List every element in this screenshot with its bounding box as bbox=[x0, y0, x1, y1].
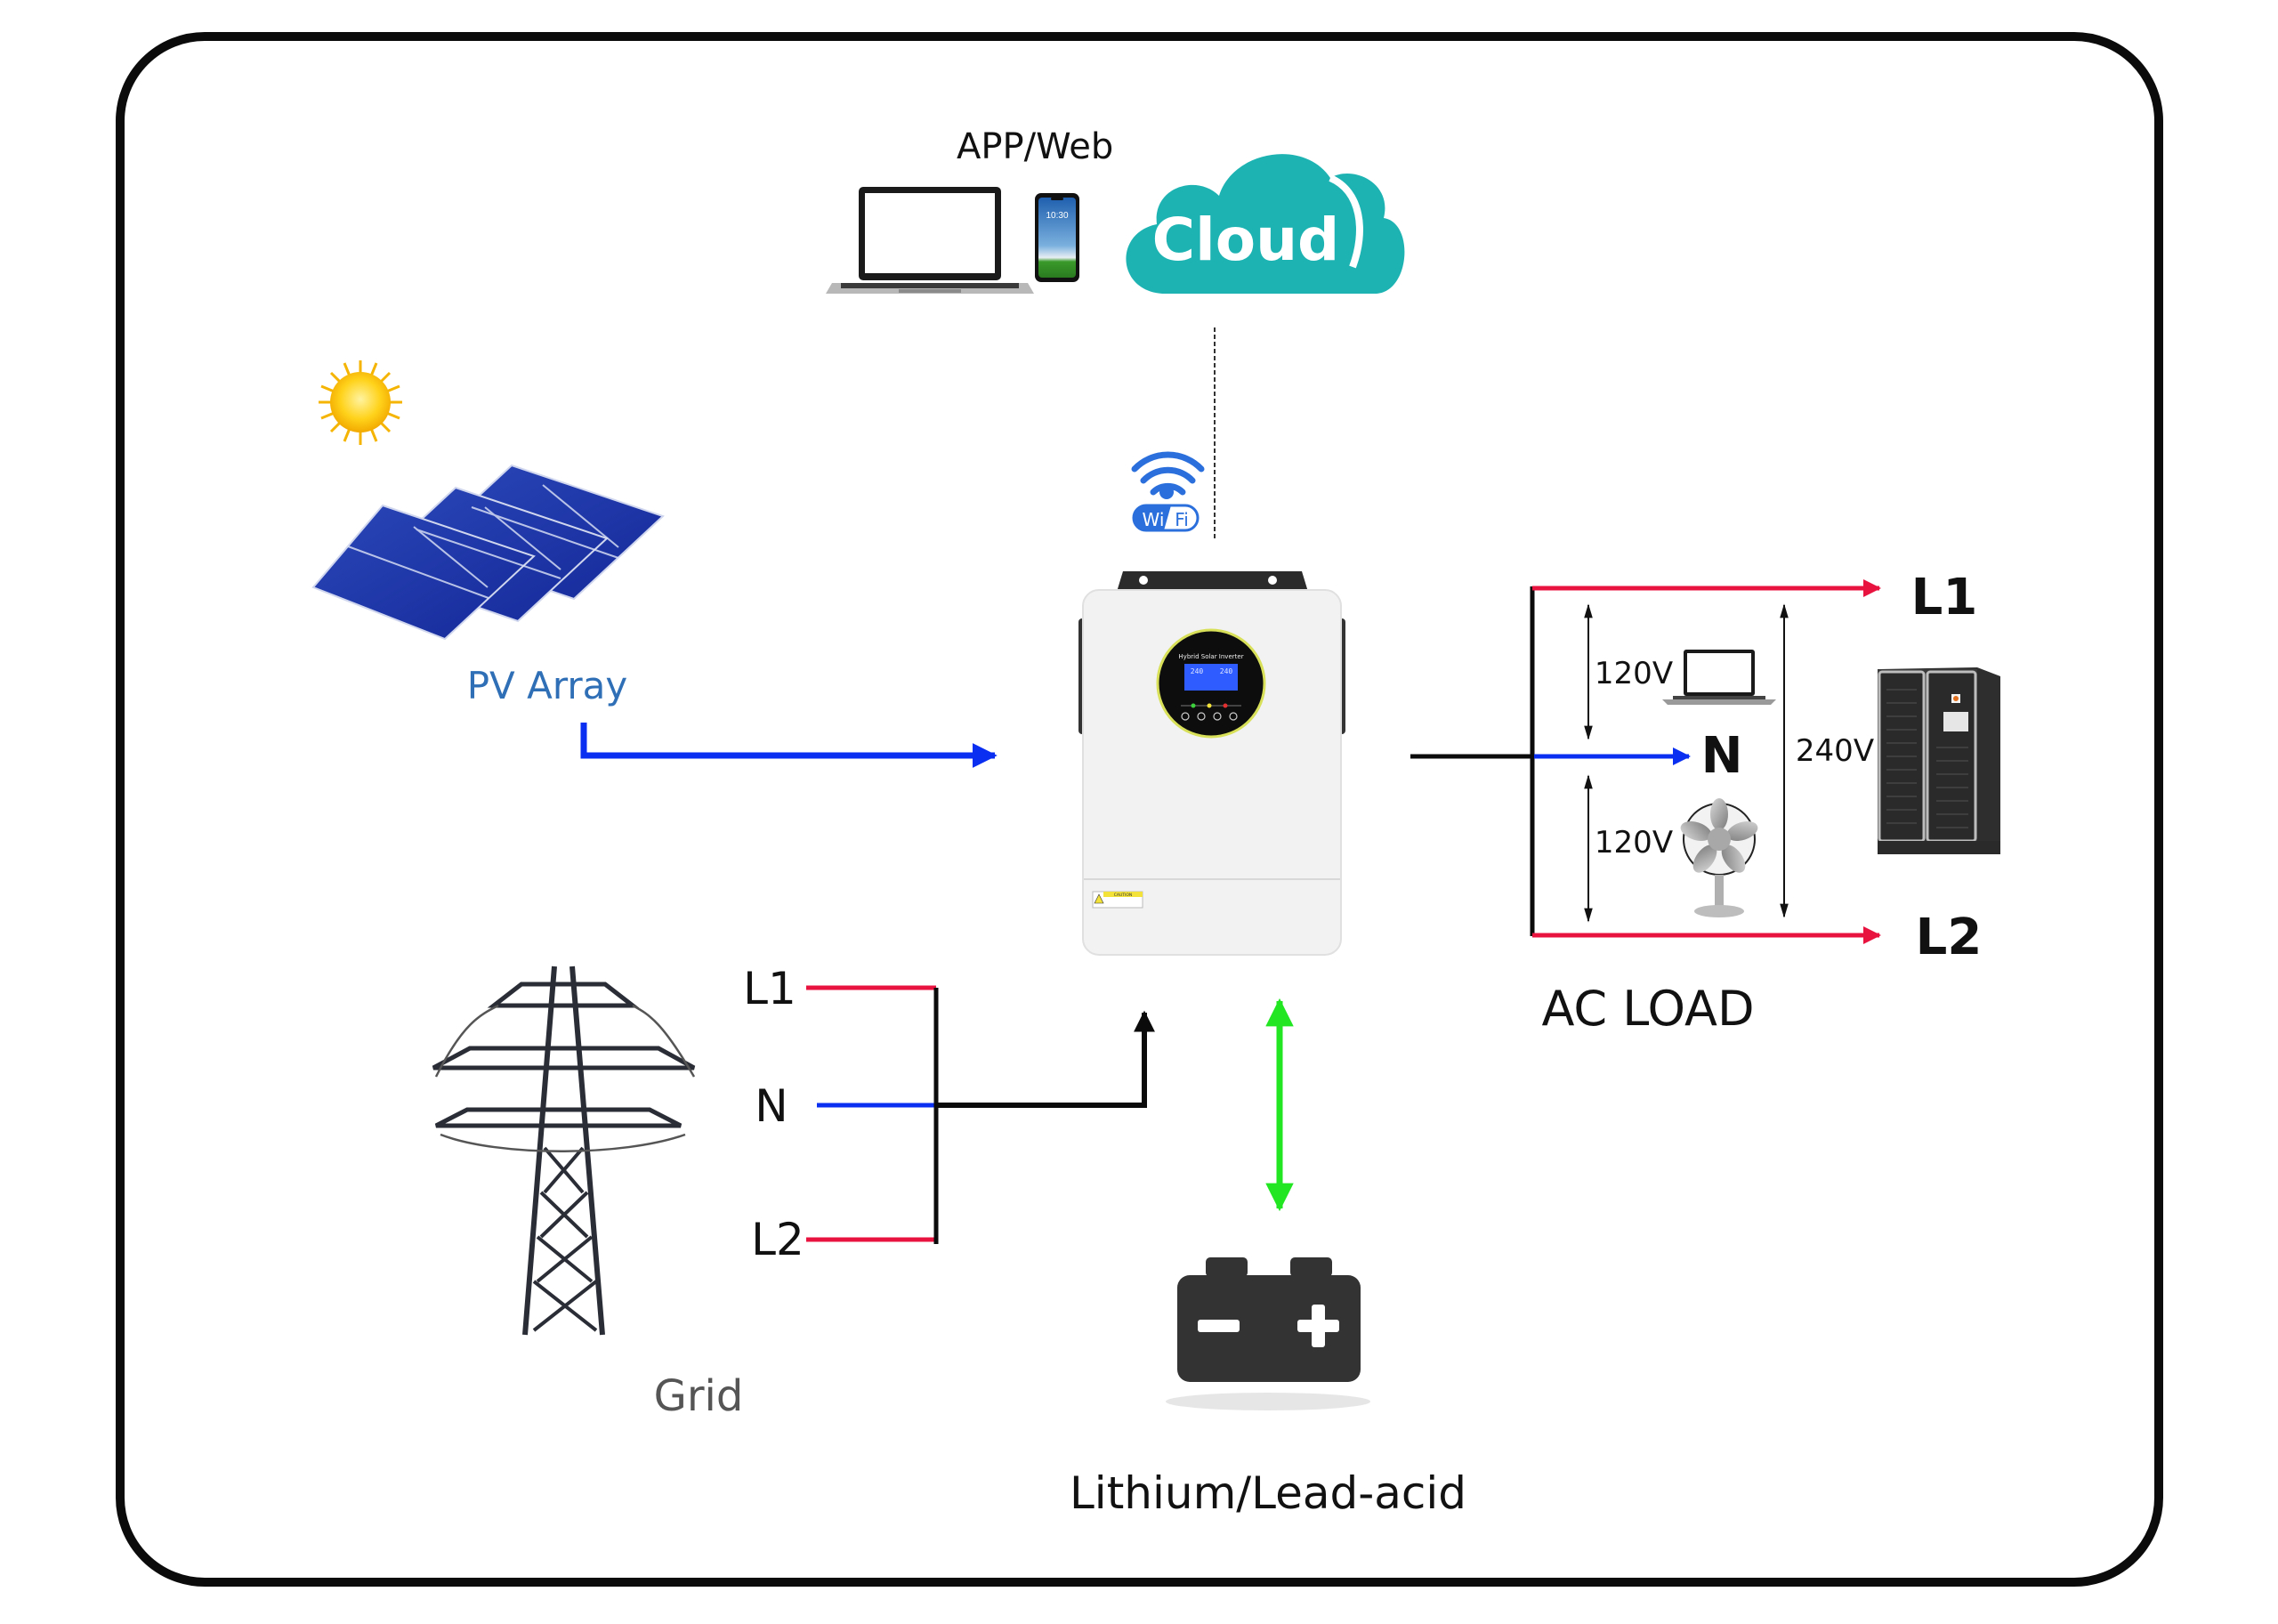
grid-l1-label: L1 bbox=[743, 963, 796, 1014]
ac-l1-label: L1 bbox=[1911, 569, 1978, 626]
grid-n-label: N bbox=[755, 1080, 788, 1132]
down-button[interactable] bbox=[1213, 712, 1222, 721]
battery-icon bbox=[1166, 1257, 1370, 1410]
inverter-readout-right: 240 bbox=[1220, 667, 1233, 675]
wifi-label-right: Fi bbox=[1175, 509, 1189, 530]
smartphone-icon: 10:30 bbox=[1035, 193, 1079, 282]
pv-to-inverter-arrow bbox=[580, 723, 998, 768]
wifi-icon: Wi Fi bbox=[1131, 451, 1205, 532]
pv-array-label: PV Array bbox=[467, 664, 628, 707]
voltage-lower-label: 120V bbox=[1595, 825, 1673, 860]
fault-indicator-led bbox=[1223, 703, 1228, 708]
svg-text:CAUTION: CAUTION bbox=[1114, 893, 1133, 898]
caution-label: CAUTION bbox=[1092, 891, 1143, 909]
on-button[interactable] bbox=[1181, 712, 1190, 721]
voltage-upper-label: 120V bbox=[1595, 656, 1673, 691]
grid-label: Grid bbox=[654, 1371, 744, 1421]
inverter-readout-left: 240 bbox=[1191, 667, 1204, 675]
grid-wiring bbox=[806, 985, 1155, 1244]
ac-l2-label: L2 bbox=[1916, 909, 1983, 966]
bypass-indicator-led bbox=[1207, 703, 1212, 708]
grid-l2-label: L2 bbox=[751, 1214, 804, 1265]
wifi-label-left: Wi bbox=[1143, 509, 1165, 530]
battery-label: Lithium/Lead-acid bbox=[1070, 1467, 1466, 1519]
ac-n-label: N bbox=[1701, 727, 1743, 785]
laptop-icon bbox=[826, 187, 1034, 294]
sun-icon bbox=[319, 360, 402, 445]
inv-indicator-led bbox=[1191, 703, 1196, 708]
ac-output-wiring bbox=[1410, 579, 1881, 944]
ac-load-label: AC LOAD bbox=[1541, 981, 1754, 1037]
load-laptop-icon bbox=[1662, 650, 1776, 705]
server-cabinet-icon bbox=[1878, 667, 2000, 854]
up-button[interactable] bbox=[1197, 712, 1206, 721]
inverter-display-title: Hybrid Solar Inverter bbox=[1178, 653, 1243, 660]
grid-to-inverter-arrow bbox=[936, 1010, 1155, 1108]
phone-time: 10:30 bbox=[1046, 211, 1068, 221]
transmission-tower-icon bbox=[432, 966, 696, 1336]
hybrid-inverter-icon: Hybrid Solar Inverter 240 240 CAUTION bbox=[1078, 571, 1345, 956]
cloud-label: Cloud bbox=[1152, 206, 1340, 274]
load-fan-icon bbox=[1680, 798, 1758, 917]
solar-panel-icon bbox=[311, 464, 665, 641]
diagram-frame bbox=[116, 32, 2163, 1587]
voltage-total-label: 240V bbox=[1796, 733, 1874, 769]
enter-button[interactable] bbox=[1229, 712, 1238, 721]
cloud-icon: Cloud bbox=[1126, 154, 1405, 294]
app-web-label: APP/Web bbox=[957, 126, 1114, 167]
